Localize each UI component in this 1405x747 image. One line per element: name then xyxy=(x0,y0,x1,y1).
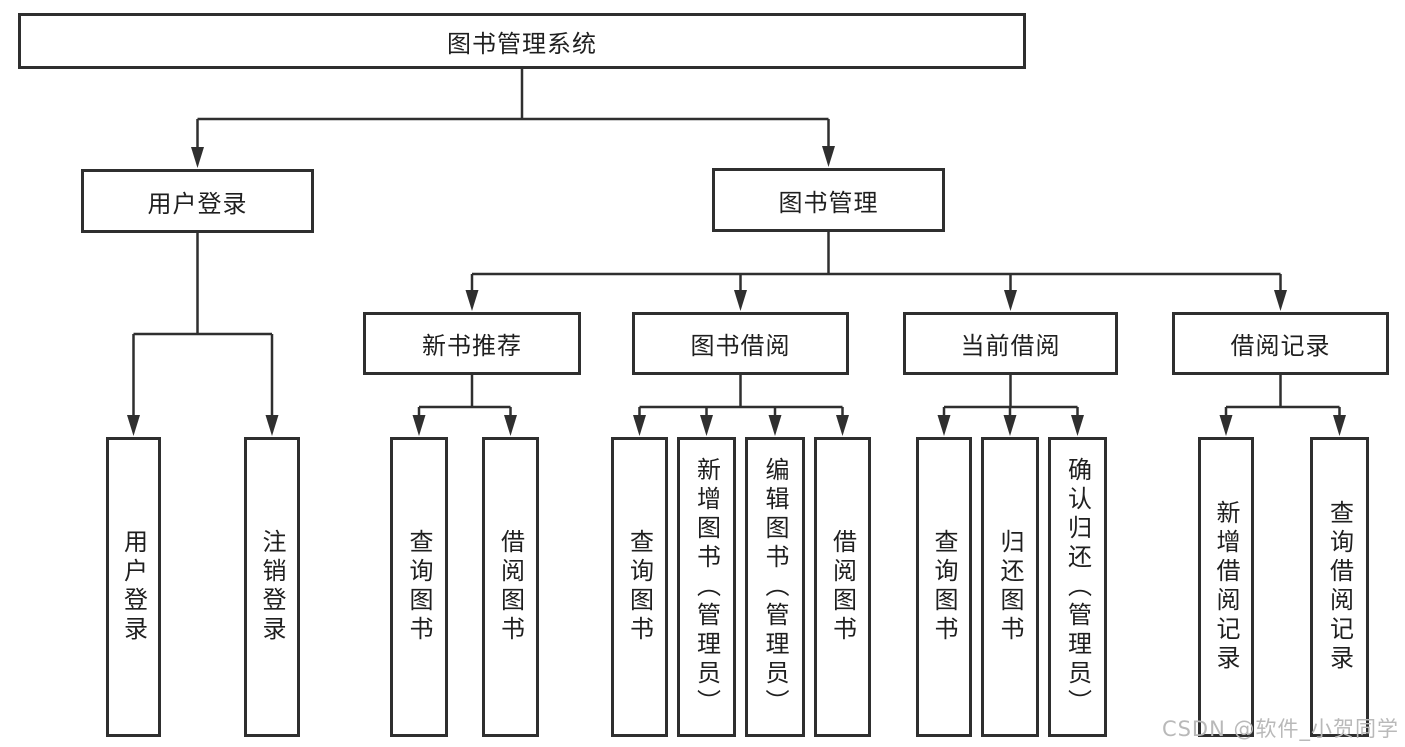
node-label-logout-op: 注销登录 xyxy=(258,529,286,645)
edge-arrowhead xyxy=(1219,415,1233,436)
node-label-record-add: 新增借阅记录 xyxy=(1212,500,1240,674)
node-label-user-login: 用户登录 xyxy=(147,189,248,218)
edge-arrowhead xyxy=(768,415,782,436)
node-label-current-confirm-return: 确认归还（管理员） xyxy=(1063,456,1092,718)
edge-arrowhead xyxy=(734,290,747,311)
node-login-op: 用户登录 xyxy=(106,437,161,737)
edge-arrowhead xyxy=(504,415,517,436)
node-current-borrow: 当前借阅 xyxy=(903,312,1118,375)
node-label-borrow-query-book: 查询图书 xyxy=(625,529,654,645)
edge-arrowhead xyxy=(836,415,849,436)
node-label-current-borrow: 当前借阅 xyxy=(960,332,1061,360)
node-label-borrow-add-book: 新增图书（管理员） xyxy=(692,456,721,718)
watermark-text: CSDN @软件_小贺同学 xyxy=(1161,717,1399,741)
edge-arrowhead xyxy=(1333,415,1346,436)
node-current-confirm-return: 确认归还（管理员） xyxy=(1048,437,1107,737)
edge-arrowhead xyxy=(1004,290,1017,311)
node-book-borrow: 图书借阅 xyxy=(632,312,849,375)
edge-arrowhead xyxy=(191,147,204,168)
node-rec-borrow-book: 借阅图书 xyxy=(482,437,539,737)
node-logout-op: 注销登录 xyxy=(244,437,300,737)
edge-arrowhead xyxy=(1003,415,1017,436)
node-label-rec-borrow-book: 借阅图书 xyxy=(496,529,525,645)
node-label-book-borrow: 图书借阅 xyxy=(690,332,791,360)
edge-arrowhead xyxy=(633,415,646,436)
edge-arrowhead xyxy=(465,290,479,311)
node-record-query: 查询借阅记录 xyxy=(1310,437,1369,737)
node-current-return-book: 归还图书 xyxy=(981,437,1039,737)
node-label-borrow-borrow-book: 借阅图书 xyxy=(828,529,857,645)
node-rec-query-book: 查询图书 xyxy=(390,437,448,737)
edge-arrowhead xyxy=(1071,415,1084,436)
edge-arrowhead xyxy=(412,415,426,436)
edge-arrowhead xyxy=(127,415,140,436)
node-record-add: 新增借阅记录 xyxy=(1198,437,1254,737)
node-label-rec-query-book: 查询图书 xyxy=(405,529,433,645)
node-label-record-query: 查询借阅记录 xyxy=(1325,500,1354,674)
node-user-login: 用户登录 xyxy=(81,169,314,233)
node-borrow-add-book: 新增图书（管理员） xyxy=(677,437,736,737)
node-borrow-query-book: 查询图书 xyxy=(611,437,668,737)
node-label-borrow-records: 借阅记录 xyxy=(1230,332,1331,360)
node-borrow-borrow-book: 借阅图书 xyxy=(814,437,871,737)
node-borrow-records: 借阅记录 xyxy=(1172,312,1389,375)
edge-arrowhead xyxy=(1274,290,1287,311)
node-label-current-return-book: 归还图书 xyxy=(996,529,1024,645)
edge-arrowhead xyxy=(265,415,279,436)
node-label-book-mgmt: 图书管理 xyxy=(778,188,879,217)
node-label-borrow-edit-book: 编辑图书（管理员） xyxy=(761,456,789,718)
node-label-current-query-book: 查询图书 xyxy=(930,529,958,645)
edge-arrowhead xyxy=(937,415,951,436)
edge-arrowhead xyxy=(700,415,713,436)
node-new-book-rec: 新书推荐 xyxy=(363,312,581,375)
node-current-query-book: 查询图书 xyxy=(916,437,972,737)
node-book-mgmt: 图书管理 xyxy=(712,168,945,232)
node-label-login-op: 用户登录 xyxy=(119,529,148,645)
node-label-root: 图书管理系统 xyxy=(447,29,597,58)
node-label-new-book-rec: 新书推荐 xyxy=(422,332,522,360)
node-root: 图书管理系统 xyxy=(18,13,1026,69)
edge-arrowhead xyxy=(822,146,835,167)
node-borrow-edit-book: 编辑图书（管理员） xyxy=(745,437,805,737)
